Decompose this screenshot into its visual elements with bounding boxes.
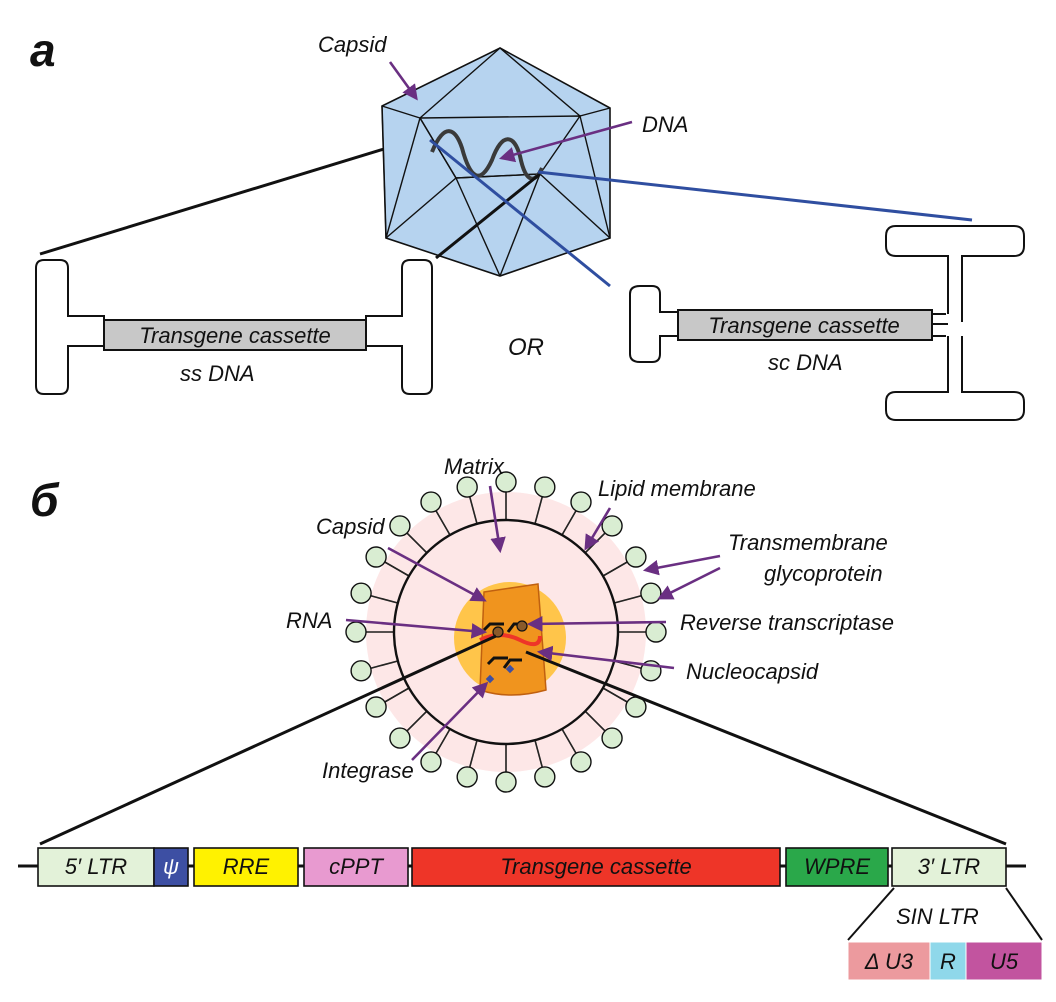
or-label: OR — [508, 334, 544, 361]
sc-cassette-label: Transgene cassette — [708, 313, 900, 338]
lentivirus-virion — [345, 471, 667, 793]
sin-ltr-part-label: Δ U3 — [864, 949, 914, 974]
glycoprotein-spike — [456, 476, 478, 525]
rna-arrow — [345, 618, 488, 639]
capsid-icosahedron — [381, 47, 611, 277]
capsid-label: Capsid — [318, 32, 387, 57]
vector-map: 5′ LTR ψ RRE cPPT Transgene cassette WPRE 3′ L… — [37, 847, 1007, 887]
ss-dna-link-line — [39, 136, 421, 256]
rna-label: RNA — [286, 608, 332, 633]
transmembrane-label-1: Transmembrane — [728, 530, 888, 555]
vector-segment: 3′ LTR — [891, 847, 1007, 887]
glycoprotein-spike — [365, 687, 410, 718]
transmembrane-label-2: glycoprotein — [764, 561, 883, 586]
glycoprotein-spike — [602, 546, 647, 577]
glycoprotein-spike — [495, 471, 517, 520]
vector-segment: ψ — [153, 847, 189, 887]
rna-strand — [479, 633, 542, 647]
sin-link-right — [1005, 887, 1043, 941]
lipid-membrane-arrow — [584, 507, 612, 551]
matrix-label: Matrix — [444, 454, 505, 479]
integrase-arrow — [411, 681, 489, 761]
ss-cassette-label: Transgene cassette — [139, 323, 331, 348]
vector-segment: cPPT — [303, 847, 409, 887]
sin-link-left — [847, 887, 895, 941]
sin-ltr-part: U5 — [965, 941, 1043, 981]
panel-a-letter: a — [30, 24, 56, 76]
dna-label: DNA — [642, 112, 688, 137]
panel-b-letter: б — [30, 474, 60, 526]
glycoprotein-spike — [389, 515, 428, 554]
ss-transgene-box — [103, 319, 367, 351]
sin-ltr-part-label: R — [940, 949, 956, 974]
reverse-transcriptase-dot-2 — [516, 620, 528, 632]
rna-black-3 — [486, 656, 508, 666]
sin-ltr-map: Δ U3 R U5 — [847, 941, 1043, 981]
glycoprotein-spike — [345, 621, 394, 643]
vector-segment-label: 5′ LTR — [65, 854, 128, 879]
glycoprotein-spike — [495, 744, 517, 793]
matrix-arrow — [488, 485, 506, 554]
ss-dna-link-line-2 — [435, 172, 541, 260]
vector-segment-label: 3′ LTR — [918, 854, 981, 879]
sin-ltr-part: R — [929, 941, 967, 981]
glycoprotein-spike — [420, 728, 451, 773]
dna-arrow — [498, 120, 633, 163]
glycoprotein-spike — [561, 728, 592, 773]
reverse-transcriptase-dot-1 — [492, 626, 504, 638]
lipid-membrane-label: Lipid membrane — [598, 476, 756, 501]
vector-segment-label: ψ — [163, 854, 179, 879]
sc-dna-caption: sc DNA — [768, 350, 843, 375]
vector-segment: WPRE — [785, 847, 889, 887]
integrase-label: Integrase — [322, 758, 414, 783]
sin-ltr-part: Δ U3 — [847, 941, 931, 981]
sc-dna-link-line — [429, 138, 611, 288]
sin-ltr-part-label: U5 — [990, 949, 1019, 974]
glycoprotein-spike — [618, 621, 667, 643]
vector-segment: RRE — [193, 847, 299, 887]
glycoprotein-spike — [350, 660, 399, 682]
capsid-arrow — [388, 61, 418, 101]
transmembrane-arrow-2 — [657, 566, 721, 600]
integrase-dot-1 — [485, 674, 495, 684]
glycoprotein-spike — [534, 739, 556, 788]
vector-segment-label: RRE — [223, 854, 270, 879]
rna-black-4 — [502, 658, 522, 669]
reverse-transcriptase-arrow — [526, 616, 667, 632]
vector-segment-label: cPPT — [329, 854, 384, 879]
dna-squiggle — [430, 129, 544, 181]
ss-dna-structure — [35, 259, 433, 395]
glycoprotein-spike — [561, 491, 592, 536]
nucleocapsid-arrow — [536, 645, 675, 670]
ss-dna-caption: ss DNA — [180, 361, 255, 386]
capsid-b-label: Capsid — [316, 514, 385, 539]
vector-segment-label: Transgene cassette — [500, 854, 692, 879]
glycoprotein-spike — [584, 710, 623, 749]
vector-link-left — [39, 634, 497, 846]
nucleocapsid-label: Nucleocapsid — [686, 659, 819, 684]
glycoprotein-spike — [602, 687, 647, 718]
glycoprotein-spike — [456, 739, 478, 788]
sc-dna-link-line-2 — [537, 170, 973, 222]
vector-link-right — [525, 650, 1007, 846]
vector-segment-label: WPRE — [804, 854, 870, 879]
glycoprotein-spike — [534, 476, 556, 525]
reverse-transcriptase-label: Reverse transcriptase — [680, 610, 894, 635]
vector-segment: 5′ LTR — [37, 847, 155, 887]
lipid-membrane-ring — [392, 518, 620, 746]
sc-dna-structure — [629, 225, 1025, 421]
glycoprotein-spike — [420, 491, 451, 536]
sin-ltr-label: SIN LTR — [896, 904, 979, 929]
integrase-dot-2 — [505, 664, 515, 674]
capsid-b-arrow — [387, 546, 487, 602]
glycoprotein-spike — [389, 710, 428, 749]
sc-transgene-box — [677, 309, 933, 341]
glycoprotein-spike — [365, 546, 410, 577]
transmembrane-arrow-1 — [642, 554, 721, 576]
glycoprotein-spike — [350, 582, 399, 604]
glycoprotein-spikes — [345, 471, 667, 793]
vector-segment: Transgene cassette — [411, 847, 781, 887]
